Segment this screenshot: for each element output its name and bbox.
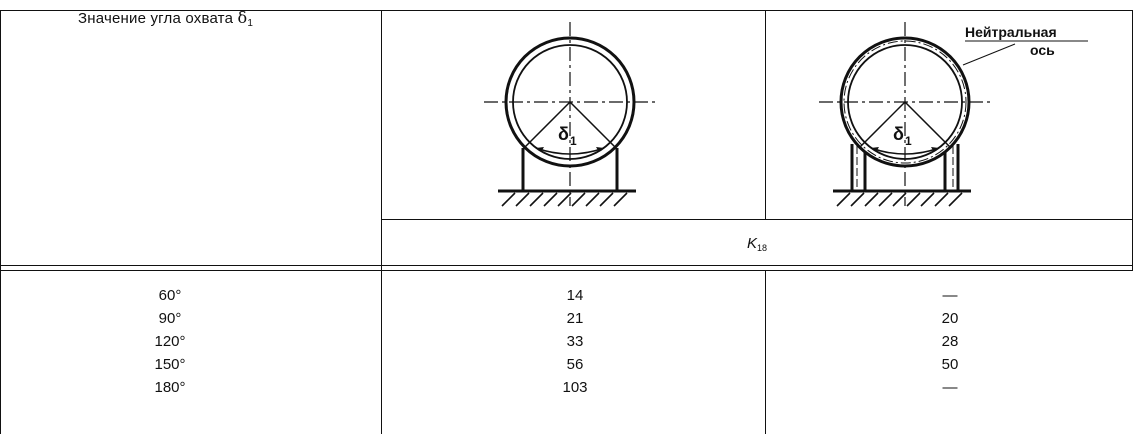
table-left-border — [0, 10, 1, 434]
k2-cell: — — [942, 379, 958, 396]
diagram-single-ring: δ 1 — [484, 22, 656, 207]
col-divider-2 — [765, 10, 766, 220]
header-bottom-border-2 — [0, 270, 1133, 271]
k1-cell: 21 — [566, 310, 584, 327]
k2-cell: 28 — [941, 333, 959, 350]
k-letter: K — [747, 235, 758, 252]
angle-cell: 150° — [154, 356, 186, 373]
angle-column-header: Значение угла охвата δ1 — [78, 8, 253, 29]
angle-cell: 120° — [154, 333, 186, 350]
diagram-ring-neutral-axis: δ 1 Нейтральная ось — [819, 22, 1088, 207]
header-bottom-border-1 — [0, 265, 1133, 266]
k2-cell: 50 — [941, 356, 959, 373]
col-divider-1 — [381, 10, 382, 434]
svg-text:1: 1 — [905, 134, 912, 148]
neutral-axis-label-line1: Нейтральная — [965, 24, 1057, 40]
neutral-axis-label-line2: ось — [1030, 42, 1055, 58]
k18-label: K18 — [747, 235, 767, 253]
delta-subscript: 1 — [247, 18, 254, 29]
angle-cell: 90° — [158, 310, 182, 327]
svg-text:δ: δ — [558, 124, 569, 144]
angle-column-title: Значение угла охвата — [78, 10, 234, 27]
k1-cell: 56 — [566, 356, 584, 373]
k2-cell: — — [942, 287, 958, 304]
svg-text:1: 1 — [570, 134, 577, 148]
subheader-divider — [381, 219, 1133, 220]
k1-cell: 103 — [562, 379, 588, 396]
k1-cell: 14 — [566, 287, 584, 304]
k1-cell: 33 — [566, 333, 584, 350]
delta-symbol: δ — [237, 8, 248, 27]
angle-cell: 60° — [158, 287, 182, 304]
k2-cell: 20 — [941, 310, 959, 327]
table-top-border — [0, 10, 1133, 11]
svg-text:δ: δ — [893, 124, 904, 144]
angle-cell: 180° — [154, 379, 186, 396]
col-divider-2-lower — [765, 270, 766, 434]
k-subscript: 18 — [757, 243, 768, 253]
